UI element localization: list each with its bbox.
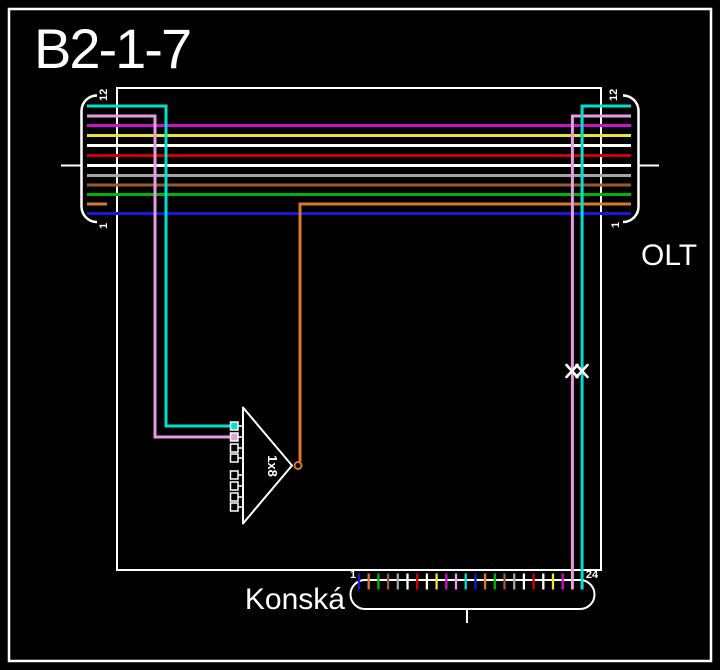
splitter-input-7-ferrule (229, 492, 239, 502)
splitter-input-2-ferrule (229, 432, 239, 442)
splitter-input-3-ferrule (229, 443, 239, 453)
splitter-input-6-ferrule (229, 481, 239, 491)
splitter-triangle (242, 406, 293, 525)
konska-first-port-label: 1 (350, 569, 356, 581)
splitter-input-4-ferrule (229, 453, 239, 463)
fiber-port-2-orange (298, 202, 631, 462)
right-bracket (622, 94, 640, 224)
konska-terminal: 1 24 (349, 569, 599, 623)
break-x-icon (565, 363, 579, 379)
main-box (116, 87, 602, 571)
left-connector-bottom-label: 1 (98, 223, 110, 229)
splitter-label: 1x8 (265, 455, 280, 477)
konska-label: Konská (245, 583, 345, 616)
right-connector-bottom-label: 1 (610, 222, 622, 228)
outer-border (7, 7, 713, 663)
konska-last-port-label: 24 (586, 569, 599, 581)
splitter-input-8-ferrule (229, 502, 239, 512)
fiber-port-11-rose (570, 114, 631, 590)
konska-body (349, 579, 596, 610)
left-bracket (80, 94, 98, 224)
konska-port-ticks (357, 573, 584, 590)
olt-left-connector: 12 1 (61, 89, 110, 229)
splitter-input-1-ferrule (229, 421, 239, 431)
fiber-port-12-aqua (87, 104, 231, 428)
splitter-output-port (293, 461, 303, 470)
left-connector-top-label: 12 (98, 89, 110, 101)
olt-label: OLT (641, 239, 697, 272)
fiber-break-marks (565, 363, 589, 379)
splitter-1x8: 1x8 (229, 406, 303, 525)
fiber-port-11-rose (87, 114, 231, 439)
page-title: B2-1-7 (34, 17, 190, 80)
splitter-input-5-ferrule (229, 470, 239, 480)
olt-right-connector: 12 1 (608, 89, 659, 228)
splitter-input-stubs (229, 421, 244, 512)
break-x-icon (575, 363, 589, 379)
right-connector-top-label: 12 (608, 89, 620, 101)
ribbon-fibers (87, 104, 631, 590)
fiber-port-12-aqua (580, 104, 631, 590)
